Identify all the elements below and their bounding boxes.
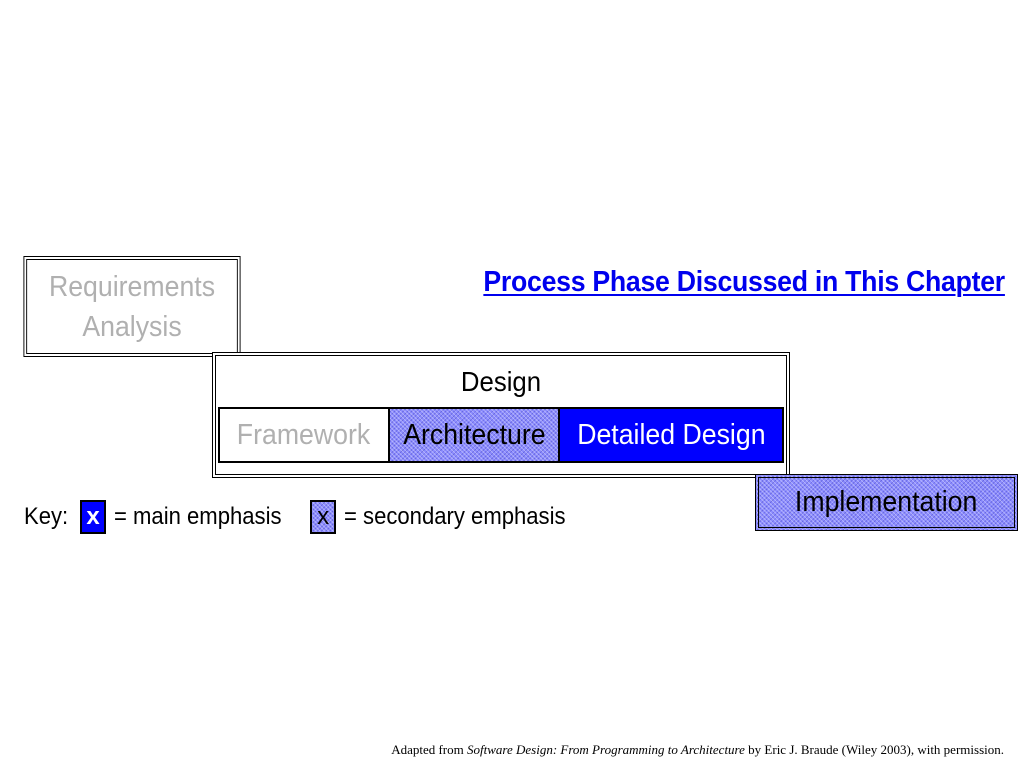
main-emphasis-text: = main emphasis [114, 503, 282, 530]
detailed-design-subphase: Detailed Design [560, 409, 782, 461]
legend-key: Key: x = main emphasis x = secondary emp… [24, 498, 585, 536]
requirements-label-line2: Analysis [82, 310, 182, 343]
key-label: Key: [24, 503, 69, 530]
design-label: Design [460, 366, 542, 397]
credit-suffix: by Eric J. Braude (Wiley 2003), with per… [744, 742, 1004, 757]
requirements-analysis-box: Requirements Analysis [23, 256, 241, 357]
credit-line: Adapted from Software Design: From Progr… [391, 742, 1004, 758]
framework-subphase: Framework [220, 409, 390, 461]
secondary-emphasis-swatch: x [310, 500, 337, 534]
implementation-label: Implementation [795, 486, 978, 518]
design-phase-box: Design Framework Architecture Detailed D… [212, 352, 790, 478]
architecture-label: Architecture [402, 418, 546, 451]
credit-prefix: Adapted from [391, 742, 467, 757]
architecture-subphase: Architecture [390, 409, 560, 461]
detailed-design-label: Detailed Design [576, 418, 766, 451]
secondary-emphasis-text: = secondary emphasis [344, 503, 566, 530]
credit-book-title: Software Design: From Programming to Arc… [467, 742, 745, 757]
process-phase-title-link[interactable]: Process Phase Discussed in This Chapter [483, 266, 1005, 298]
design-subphases: Framework Architecture Detailed Design [218, 407, 784, 463]
requirements-label-line1: Requirements [48, 270, 216, 303]
main-emphasis-swatch: x [80, 500, 107, 534]
framework-label: Framework [237, 418, 371, 451]
implementation-box: Implementation [755, 474, 1018, 531]
